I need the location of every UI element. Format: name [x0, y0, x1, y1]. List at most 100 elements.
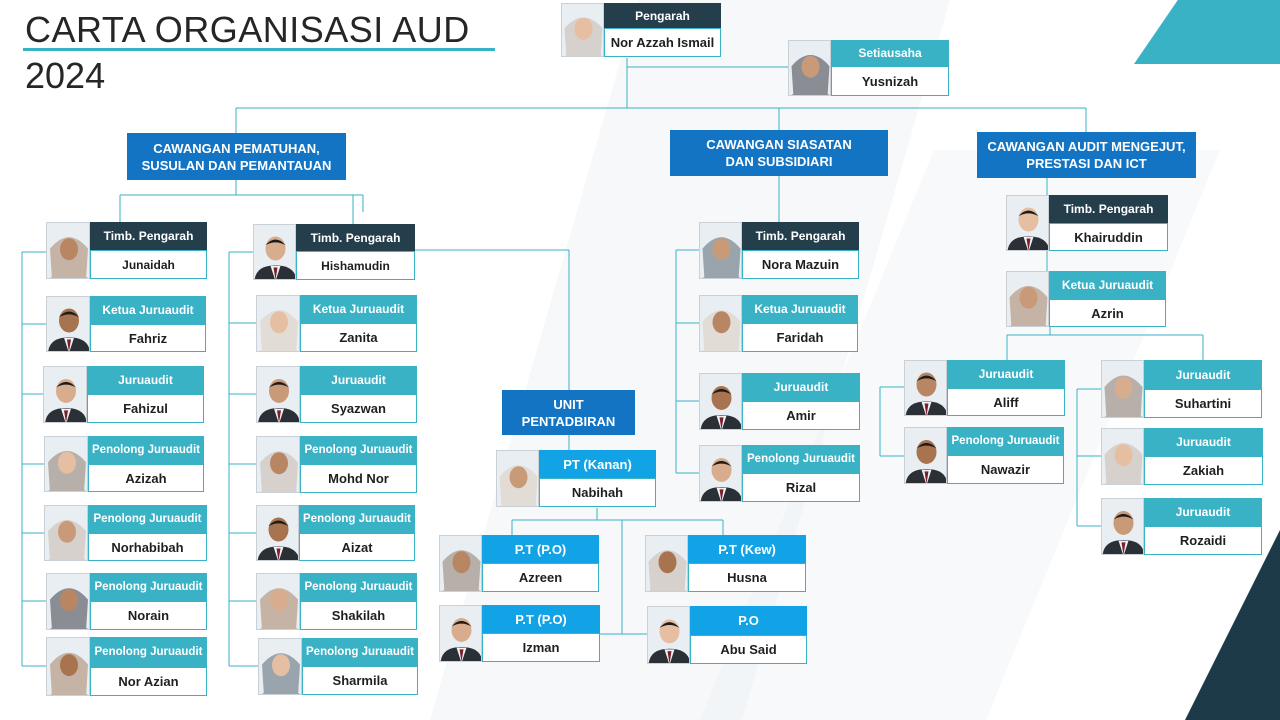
staff-photo: [46, 573, 90, 630]
staff-role: Penolong Juruaudit: [300, 573, 417, 601]
staff-name: Aliff: [947, 388, 1065, 416]
staff-role: Timb. Pengarah: [296, 224, 415, 251]
staff-role: Setiausaha: [831, 40, 949, 66]
staff-card-admin-3: P.T (P.O)Izman: [439, 605, 600, 662]
staff-photo: [496, 450, 539, 507]
staff-name: Rizal: [742, 473, 860, 502]
dept-compliance: CAWANGAN PEMATUHAN, SUSULAN DAN PEMANTAU…: [127, 133, 346, 180]
staff-name: Nawazir: [947, 455, 1064, 484]
staff-name: Suhartini: [1144, 389, 1262, 418]
staff-photo: [44, 505, 88, 561]
staff-role: Penolong Juruaudit: [302, 638, 418, 666]
staff-role: Juruaudit: [742, 373, 860, 401]
staff-role: P.T (Kew): [688, 535, 806, 563]
staff-role: Timb. Pengarah: [742, 222, 859, 250]
staff-role: Ketua Juruaudit: [742, 295, 858, 323]
staff-name: Azizah: [88, 464, 204, 492]
staff-role: PT (Kanan): [539, 450, 656, 478]
staff-photo: [647, 606, 690, 664]
staff-photo: [1101, 498, 1144, 555]
staff-role: Juruaudit: [947, 360, 1065, 388]
staff-photo: [1101, 360, 1144, 418]
staff-name: Amir: [742, 401, 860, 430]
staff-photo: [46, 296, 90, 352]
staff-role: Penolong Juruaudit: [947, 427, 1064, 455]
staff-photo: [645, 535, 688, 592]
staff-photo: [46, 637, 90, 696]
staff-name: Nabihah: [539, 478, 656, 507]
staff-photo: [1101, 428, 1144, 485]
staff-name: Faridah: [742, 323, 858, 352]
staff-name: Nora Mazuin: [742, 250, 859, 279]
staff-photo: [256, 436, 300, 493]
staff-role: Penolong Juruaudit: [90, 637, 207, 667]
staff-name: Shakilah: [300, 601, 417, 630]
dept-investigation: CAWANGAN SIASATAN DAN SUBSIDIARI: [670, 130, 888, 176]
staff-role: Timb. Pengarah: [90, 222, 207, 250]
staff-photo: [439, 535, 482, 592]
staff-photo: [439, 605, 482, 662]
title-underline: [23, 48, 495, 51]
staff-photo: [258, 638, 302, 695]
staff-role: P.O: [690, 606, 807, 635]
staff-photo: [699, 373, 742, 430]
staff-name: Fahriz: [90, 324, 206, 352]
staff-name: Norhabibah: [88, 533, 207, 561]
staff-role: P.T (P.O): [482, 605, 600, 633]
staff-name: Fahizul: [87, 394, 204, 423]
staff-role: Penolong Juruaudit: [90, 573, 207, 601]
staff-card-admin-2: P.T (Kew)Husna: [645, 535, 806, 592]
staff-role: P.T (P.O): [482, 535, 599, 563]
staff-photo: [256, 573, 300, 630]
staff-photo: [788, 40, 831, 96]
staff-name: Yusnizah: [831, 66, 949, 96]
staff-photo: [1006, 195, 1049, 251]
staff-role: Juruaudit: [300, 366, 417, 394]
staff-photo: [904, 427, 947, 484]
staff-name: Rozaidi: [1144, 526, 1262, 555]
staff-name: Zakiah: [1144, 456, 1263, 485]
staff-photo: [256, 505, 299, 561]
staff-name: Azrin: [1049, 299, 1166, 327]
staff-role: Ketua Juruaudit: [90, 296, 206, 324]
dept-audit: CAWANGAN AUDIT MENGEJUT, PRESTASI DAN IC…: [977, 132, 1196, 178]
staff-name: Syazwan: [300, 394, 417, 423]
staff-photo: [44, 436, 88, 492]
staff-role: Ketua Juruaudit: [1049, 271, 1166, 299]
staff-role: Penolong Juruaudit: [88, 505, 207, 533]
staff-name: Azreen: [482, 563, 599, 592]
dept-admin: UNIT PENTADBIRAN: [502, 390, 635, 435]
staff-photo: [46, 222, 90, 279]
staff-photo: [904, 360, 947, 416]
staff-role: Ketua Juruaudit: [300, 295, 417, 323]
staff-role: Juruaudit: [1144, 498, 1262, 526]
staff-name: Nor Azzah Ismail: [604, 28, 721, 57]
staff-name: Izman: [482, 633, 600, 662]
staff-role: Juruaudit: [87, 366, 204, 394]
staff-card-admin-1: P.T (P.O)Azreen: [439, 535, 599, 592]
staff-name: Sharmila: [302, 666, 418, 695]
staff-name: Khairuddin: [1049, 223, 1168, 251]
staff-name: Nor Azian: [90, 667, 207, 696]
staff-name: Husna: [688, 563, 806, 592]
staff-name: Abu Said: [690, 635, 807, 664]
